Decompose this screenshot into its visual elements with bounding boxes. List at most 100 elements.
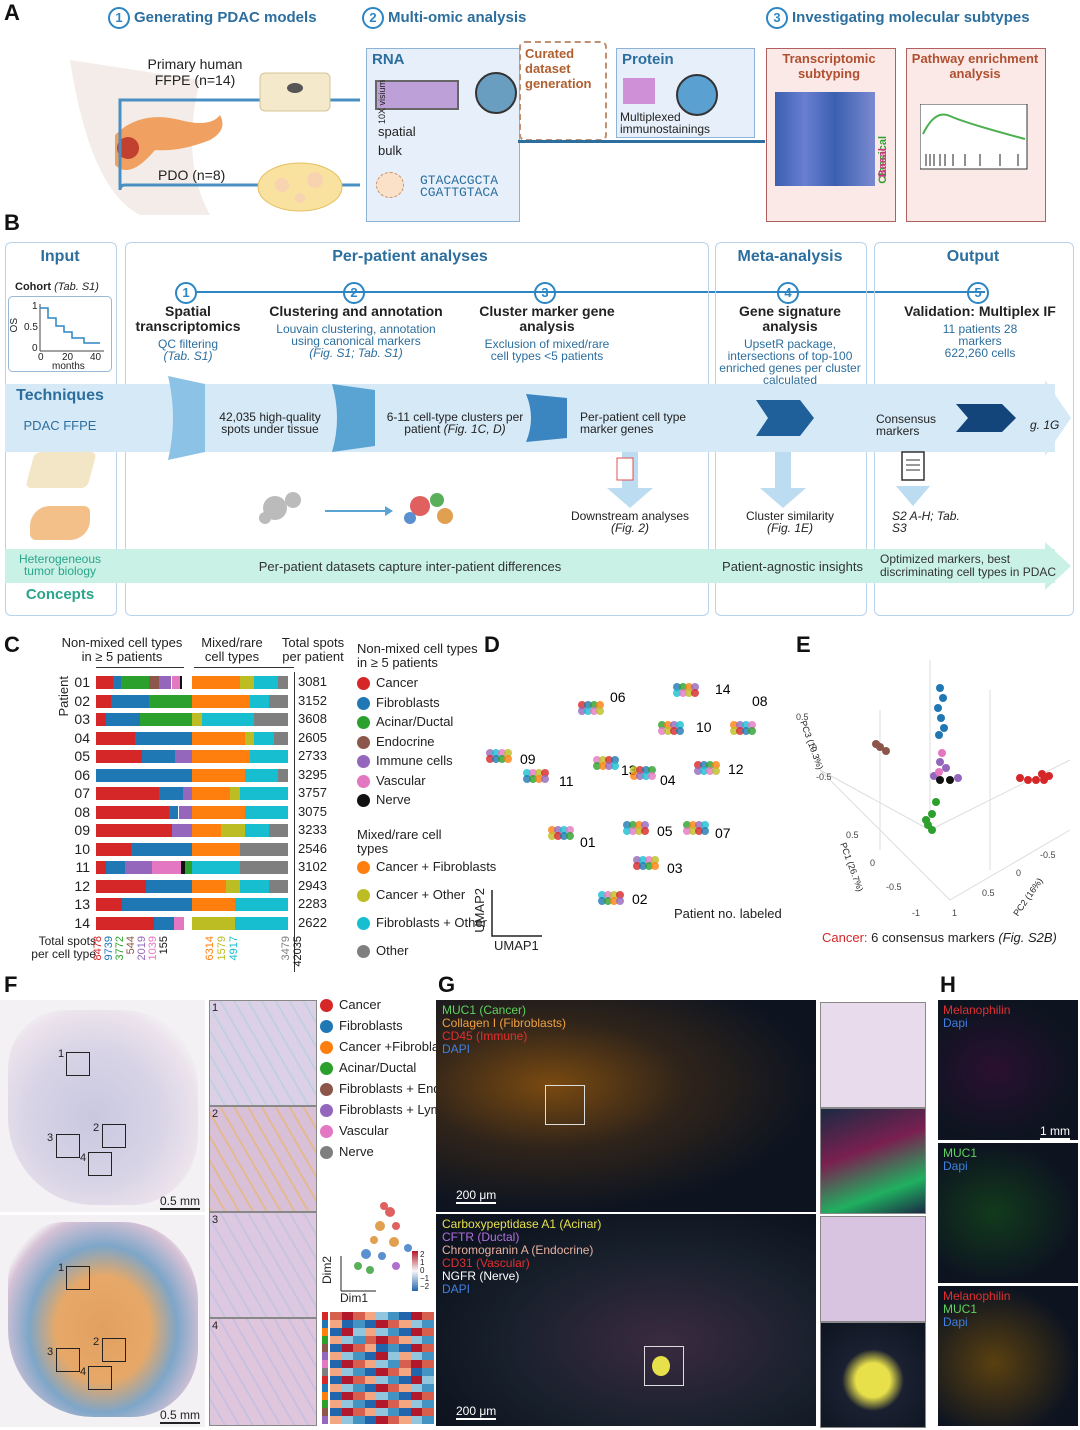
heatmap-row-annotation [322, 1368, 328, 1376]
f-box-1 [66, 1052, 90, 1076]
heatmap-cell [353, 1416, 365, 1424]
heatmap-cell [330, 1416, 342, 1424]
bar-segment [249, 694, 269, 708]
f-zoom-1 [209, 1000, 317, 1106]
umap-point [529, 775, 537, 783]
download-arrow [607, 452, 653, 508]
f-box-1-label: 1 [58, 1048, 65, 1060]
e-caption-cancer: Cancer: [822, 930, 868, 945]
umap-point [658, 727, 666, 735]
legend-label: Acinar/Ductal [376, 714, 454, 729]
rna-title: RNA [372, 51, 405, 68]
heatmap-row-annotation [322, 1392, 328, 1400]
umap-point [560, 826, 568, 834]
e-tick-pc2-1: 1 [952, 908, 958, 918]
e-tick-m05: -0.5 [816, 772, 832, 782]
e-caption: Cancer: 6 consensus markers (Fig. S2B) [822, 930, 1057, 945]
legend-label: Fibroblasts + Lymphocytes [339, 1102, 494, 1117]
e-tick-pc2-0: 0 [1016, 868, 1022, 878]
total-separator [294, 672, 295, 972]
umap-point [636, 772, 644, 780]
patient-bar-row [96, 861, 306, 874]
km-plot [8, 296, 112, 372]
bar-segment [140, 713, 204, 726]
patient-label: 07 [74, 785, 90, 801]
curated-label: Curated dataset generation [525, 46, 592, 91]
g-zoom-if-1 [820, 1108, 926, 1214]
heatmap-cell [341, 1400, 353, 1408]
bar-segment [201, 713, 255, 726]
umap-point [616, 891, 624, 899]
panel-f-letter: F [4, 972, 18, 997]
bar-segment [240, 861, 288, 874]
basal-label: Basal [877, 148, 889, 178]
umap-point [679, 683, 687, 691]
channel-label: Dapi [943, 1016, 968, 1030]
legend-swatch [320, 1146, 333, 1160]
bar-segment [96, 916, 155, 930]
legend-item: Cancer + Fibroblasts [357, 860, 496, 879]
heatmap-cell [353, 1320, 365, 1328]
channel-label: DAPI [442, 1282, 471, 1296]
heatmap-cell [422, 1392, 434, 1400]
umap-point [578, 707, 586, 715]
heatmap-cell [376, 1368, 388, 1376]
f-box-1b [66, 1266, 90, 1290]
heatmap-cell [387, 1384, 399, 1392]
heatmap-cell [387, 1376, 399, 1384]
heatmap-cell [376, 1416, 388, 1424]
bar-segment [235, 898, 288, 911]
legend-swatch [357, 755, 370, 769]
heatmap-cell [410, 1416, 422, 1424]
bar-segment [268, 879, 288, 893]
c-legend2-title: Mixed/rare cell types [357, 827, 442, 856]
umap-point [685, 689, 693, 697]
multiplexed-label: Multiplexed immunostainings [620, 110, 711, 136]
heatmap-cell [399, 1408, 411, 1416]
umap-point [598, 897, 606, 905]
umap-point [523, 769, 531, 777]
heatmap-cell [410, 1384, 422, 1392]
umap-point [584, 701, 592, 709]
heatmap-cell [376, 1328, 388, 1336]
protein-title: Protein [622, 51, 674, 68]
bar-segment [240, 787, 288, 800]
bar-segment [180, 676, 182, 689]
legend-item: Fibroblasts [357, 696, 476, 715]
heatmap-cell [387, 1360, 399, 1368]
legend-label: Immune cells [376, 753, 453, 768]
step-3-number: 3 [534, 282, 556, 304]
pca-3d-plot [819, 660, 1071, 901]
patient-label: 10 [74, 840, 90, 857]
heatmap-cell [364, 1312, 376, 1320]
umap-point [689, 827, 697, 835]
legend-swatch [357, 945, 370, 959]
patient-bar-row [96, 676, 306, 689]
heatmap-cell [376, 1392, 388, 1400]
heatmap-cell [410, 1368, 422, 1376]
heatmap-cell [422, 1368, 434, 1376]
heatmap-cell [341, 1336, 353, 1344]
patient-total: 3102 [298, 859, 327, 874]
umap-point [679, 689, 687, 697]
heatmap-cell [353, 1352, 365, 1360]
umap-point [610, 897, 618, 905]
heatmap-cell [410, 1328, 422, 1336]
heatmap-cell [330, 1392, 342, 1400]
similarity-ref: (Fig. 1E) [766, 521, 813, 535]
heatmap-cell [387, 1400, 399, 1408]
heatmap-cell [422, 1328, 434, 1336]
heatmap-cell [399, 1352, 411, 1360]
f-box-3-label: 3 [47, 1132, 54, 1144]
heatmap-cell [341, 1416, 353, 1424]
c-total-label: Total spots per cell type [31, 934, 96, 961]
heatmap-cell [376, 1360, 388, 1368]
umap-point [596, 707, 604, 715]
sequence-2: CGATTGTACA [420, 185, 499, 200]
bar-segment [192, 768, 245, 782]
pathway-label: Pathway enrichment analysis [911, 51, 1039, 81]
heatmap-cell [410, 1352, 422, 1360]
bar-segment [244, 824, 269, 837]
